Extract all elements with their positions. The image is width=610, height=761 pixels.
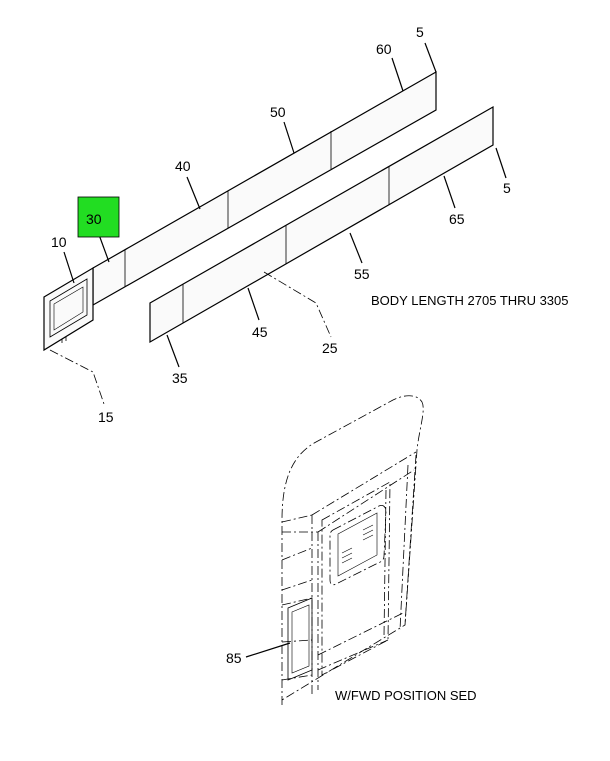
end-bracket xyxy=(43,266,94,352)
callout-40[interactable]: 40 xyxy=(175,158,191,174)
callout-45[interactable]: 45 xyxy=(252,324,268,340)
callout-10[interactable]: 10 xyxy=(51,234,67,250)
callout-25[interactable]: 25 xyxy=(322,340,338,356)
callout-65[interactable]: 65 xyxy=(449,211,465,227)
callout-50[interactable]: 50 xyxy=(270,104,286,120)
position-note: W/FWD POSITION SED xyxy=(335,688,477,703)
callout-85[interactable]: 85 xyxy=(226,650,242,666)
callout-5-right[interactable]: 5 xyxy=(503,180,511,196)
callout-5-top[interactable]: 5 xyxy=(416,24,424,40)
callout-35[interactable]: 35 xyxy=(172,370,188,386)
callout-30-highlight[interactable] xyxy=(77,196,120,238)
callout-60[interactable]: 60 xyxy=(376,41,392,57)
body-length-note: BODY LENGTH 2705 THRU 3305 xyxy=(371,293,569,308)
lower-panel-strip xyxy=(149,105,494,344)
cab-sketch xyxy=(245,395,424,705)
callout-30[interactable]: 30 xyxy=(86,211,102,227)
callout-55[interactable]: 55 xyxy=(354,266,370,282)
callout-15[interactable]: 15 xyxy=(98,409,114,425)
callout-labels: 5 60 50 40 30 10 5 65 55 45 25 35 15 85 xyxy=(51,24,511,666)
